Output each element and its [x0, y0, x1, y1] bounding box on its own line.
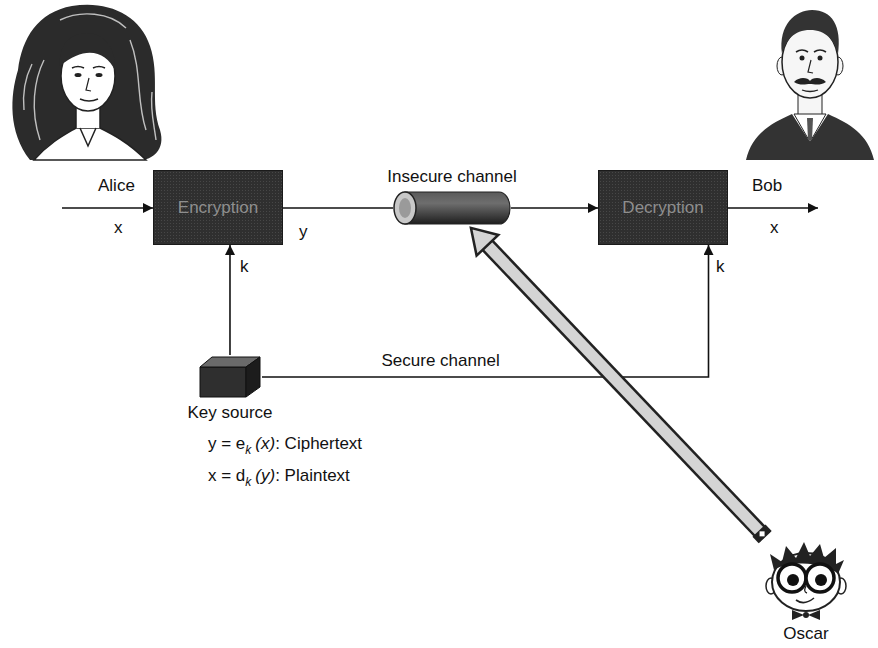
input-arrow [62, 207, 153, 209]
decryption-box: Decryption [598, 170, 728, 245]
eavesdrop-probe [471, 228, 772, 543]
connector [511, 208, 598, 209]
cube-top [200, 357, 260, 367]
connector-line [229, 245, 231, 355]
formula-line: x = dk(y): Plaintext [208, 466, 350, 487]
oscar-figure [766, 542, 846, 620]
formula-text: x = d [208, 466, 245, 486]
probe-tail [752, 524, 771, 543]
connector-label: Secure channel [380, 351, 502, 371]
channel-body [405, 192, 510, 224]
insecure-channel: Insecure channel [387, 167, 516, 225]
connector-line [511, 207, 598, 209]
probe-tube-inner [487, 245, 765, 537]
person-name: Bob [752, 176, 782, 196]
encryption-box: Encryption [153, 170, 283, 245]
node-shape [746, 540, 866, 620]
node-label: Key source [187, 403, 272, 423]
formula-text: y = e [208, 434, 245, 454]
probe-tail-mark [760, 531, 765, 536]
connector [283, 208, 393, 209]
output-arrow [728, 207, 818, 209]
formula-text: : Plaintext [275, 466, 350, 486]
connector [262, 245, 709, 377]
cube-front [200, 367, 246, 397]
node-shape [393, 191, 511, 225]
node-label: Encryption [178, 198, 258, 218]
subscript: k [245, 472, 251, 492]
cube-side [246, 357, 260, 397]
node-shape [198, 355, 262, 399]
subscript: k [245, 440, 251, 460]
formula-text: : Ciphertext [275, 434, 362, 454]
connector-line [262, 245, 709, 377]
node-label: Decryption [622, 198, 703, 218]
person-name: Alice [98, 176, 135, 196]
plaintext-symbol: x [770, 218, 779, 238]
formula-argument: (x) [255, 434, 275, 454]
connector-line [283, 207, 393, 209]
probe-head [471, 228, 498, 256]
bob-portrait [746, 10, 874, 160]
node-label: Insecure channel [387, 167, 516, 187]
formula-argument: (y) [255, 466, 275, 486]
key-source: Key source [187, 355, 272, 423]
eavesdropper: Oscar [746, 540, 866, 644]
node-label: Oscar [783, 624, 828, 644]
connector [229, 245, 230, 355]
formula-line: y = ek(x): Ciphertext [208, 434, 362, 455]
connector-label: k [238, 257, 251, 277]
probe-tube [487, 245, 765, 537]
channel-end [394, 192, 416, 224]
alice-portrait [12, 5, 161, 160]
plaintext-symbol: x [114, 218, 123, 238]
connector-label: y [297, 222, 310, 242]
key-symbol: k [716, 257, 725, 277]
channel-opening [399, 198, 411, 218]
